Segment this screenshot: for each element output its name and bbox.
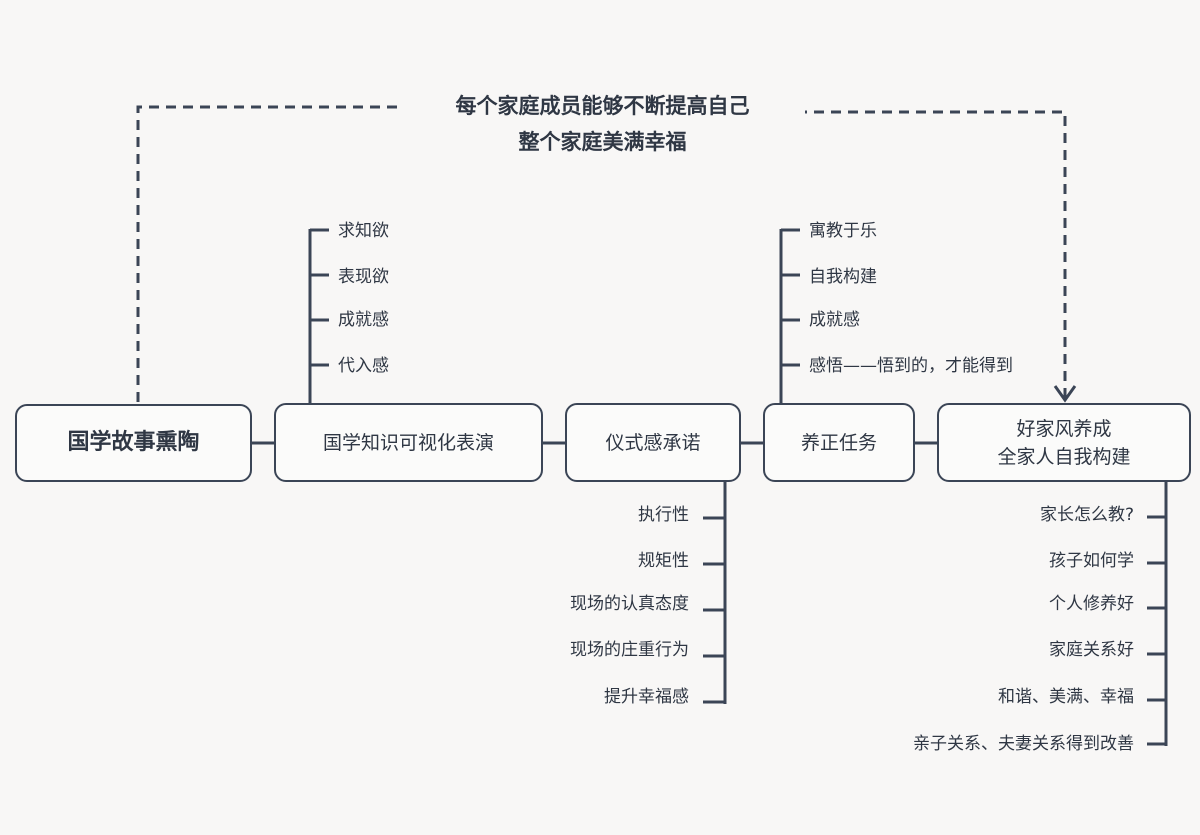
leaf-ritual-2[interactable]: 规矩性 [638,551,689,571]
loop-title-line-1: 每个家庭成员能够不断提高自己 [400,90,805,120]
leaf-task-2[interactable]: 自我构建 [809,267,877,287]
leaf-ritual-3[interactable]: 现场的认真态度 [570,594,689,614]
leaf-visualize-4[interactable]: 代入感 [338,356,389,376]
node-ritual[interactable]: 仪式感承诺 [565,403,741,482]
node-goal[interactable]: 好家风养成 全家人自我构建 [937,403,1191,482]
leaf-goal-2[interactable]: 孩子如何学 [1049,551,1134,571]
leaf-ritual-4[interactable]: 现场的庄重行为 [570,640,689,660]
node-root[interactable]: 国学故事熏陶 [15,404,252,482]
leaf-task-3[interactable]: 成就感 [809,310,860,330]
leaf-goal-5[interactable]: 和谐、美满、幸福 [998,687,1134,707]
leaf-visualize-2[interactable]: 表现欲 [338,267,389,287]
leaf-goal-4[interactable]: 家庭关系好 [1049,640,1134,660]
leaf-ritual-5[interactable]: 提升幸福感 [604,687,689,707]
dashed-loop-right [797,110,1067,398]
leaf-goal-1[interactable]: 家长怎么教? [1039,505,1134,525]
leaf-visualize-1[interactable]: 求知欲 [338,221,389,241]
dashed-loop-left [136,105,425,402]
leaf-goal-6[interactable]: 亲子关系、夫妻关系得到改善 [913,734,1134,754]
node-visualize[interactable]: 国学知识可视化表演 [274,403,543,482]
leaf-ritual-1[interactable]: 执行性 [638,505,689,525]
leaf-visualize-3[interactable]: 成就感 [338,310,389,330]
node-task[interactable]: 养正任务 [763,403,915,482]
leaf-goal-3[interactable]: 个人修养好 [1049,594,1134,614]
dashed-loop-arrowhead [1053,385,1077,403]
loop-title-line-2: 整个家庭美满幸福 [400,126,805,156]
leaf-task-4[interactable]: 感悟——悟到的，才能得到 [809,356,1013,376]
leaf-task-1[interactable]: 寓教于乐 [809,221,877,241]
